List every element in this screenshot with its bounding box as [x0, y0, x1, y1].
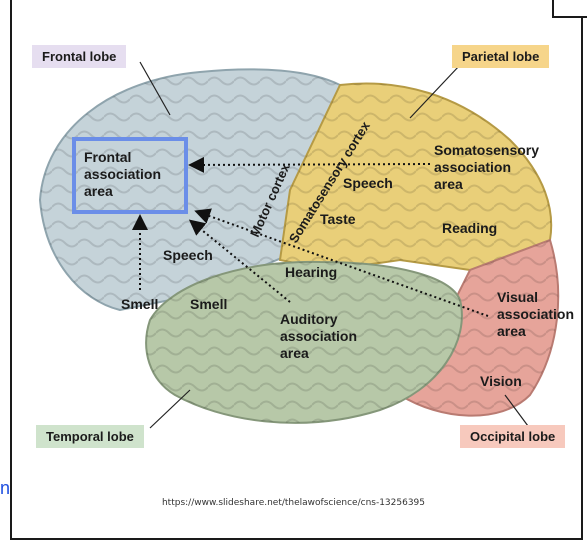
- parietal-lobe-label: Parietal lobe: [452, 45, 549, 68]
- frontal-association-label: Frontal association area: [84, 149, 161, 200]
- taste-label: Taste: [320, 211, 356, 227]
- occipital-lobe-label: Occipital lobe: [460, 425, 565, 448]
- auditory-association-label: Auditory association area: [280, 311, 357, 362]
- temporal-leader: [150, 390, 190, 428]
- somatosensory-association-label: Somatosensory association area: [434, 142, 539, 193]
- visual-association-label: Visual association area: [497, 289, 574, 340]
- frontal-lobe-label: Frontal lobe: [32, 45, 126, 68]
- speech-upper-label: Speech: [343, 175, 393, 191]
- smell-left-label: Smell: [121, 296, 158, 312]
- vision-label: Vision: [480, 373, 522, 389]
- hearing-label: Hearing: [285, 264, 337, 280]
- speech-lower-label: Speech: [163, 247, 213, 263]
- temporal-lobe-label: Temporal lobe: [36, 425, 144, 448]
- smell-right-label: Smell: [190, 296, 227, 312]
- source-credit: https://www.slideshare.net/thelawofscien…: [0, 498, 587, 508]
- reading-label: Reading: [442, 220, 497, 236]
